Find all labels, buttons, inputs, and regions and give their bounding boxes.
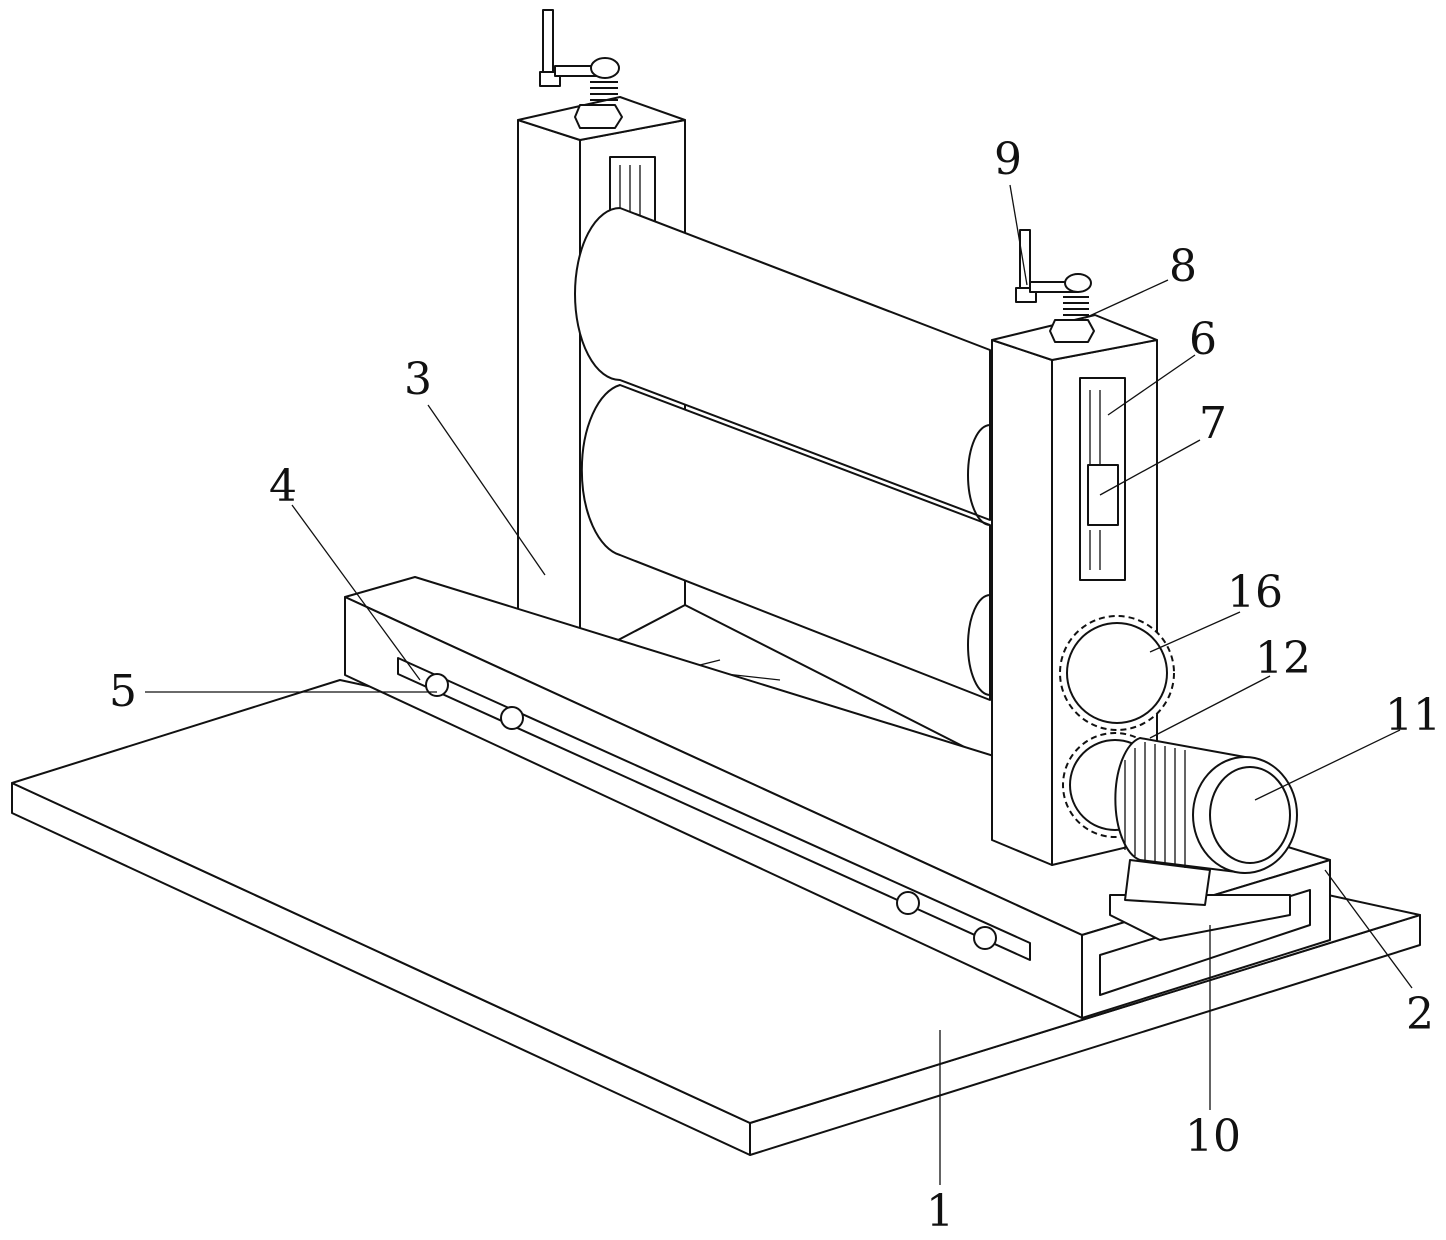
label-9: 9 bbox=[994, 138, 1022, 182]
upper-gear bbox=[1060, 616, 1174, 730]
label-4: 4 bbox=[269, 465, 297, 509]
label-5: 5 bbox=[109, 670, 137, 714]
slider-block bbox=[1088, 465, 1118, 525]
label-2: 2 bbox=[1406, 993, 1434, 1037]
label-11: 11 bbox=[1385, 694, 1441, 738]
right-adjust-handle bbox=[1016, 230, 1094, 342]
label-16: 16 bbox=[1227, 571, 1283, 615]
label-12: 12 bbox=[1255, 637, 1311, 681]
label-7: 7 bbox=[1199, 402, 1227, 446]
left-adjust-handle bbox=[540, 10, 622, 128]
motor bbox=[1110, 738, 1297, 940]
label-10: 10 bbox=[1185, 1115, 1241, 1159]
label-8: 8 bbox=[1169, 245, 1197, 289]
label-3: 3 bbox=[404, 358, 432, 402]
label-6: 6 bbox=[1189, 318, 1217, 362]
label-1: 1 bbox=[926, 1190, 954, 1234]
